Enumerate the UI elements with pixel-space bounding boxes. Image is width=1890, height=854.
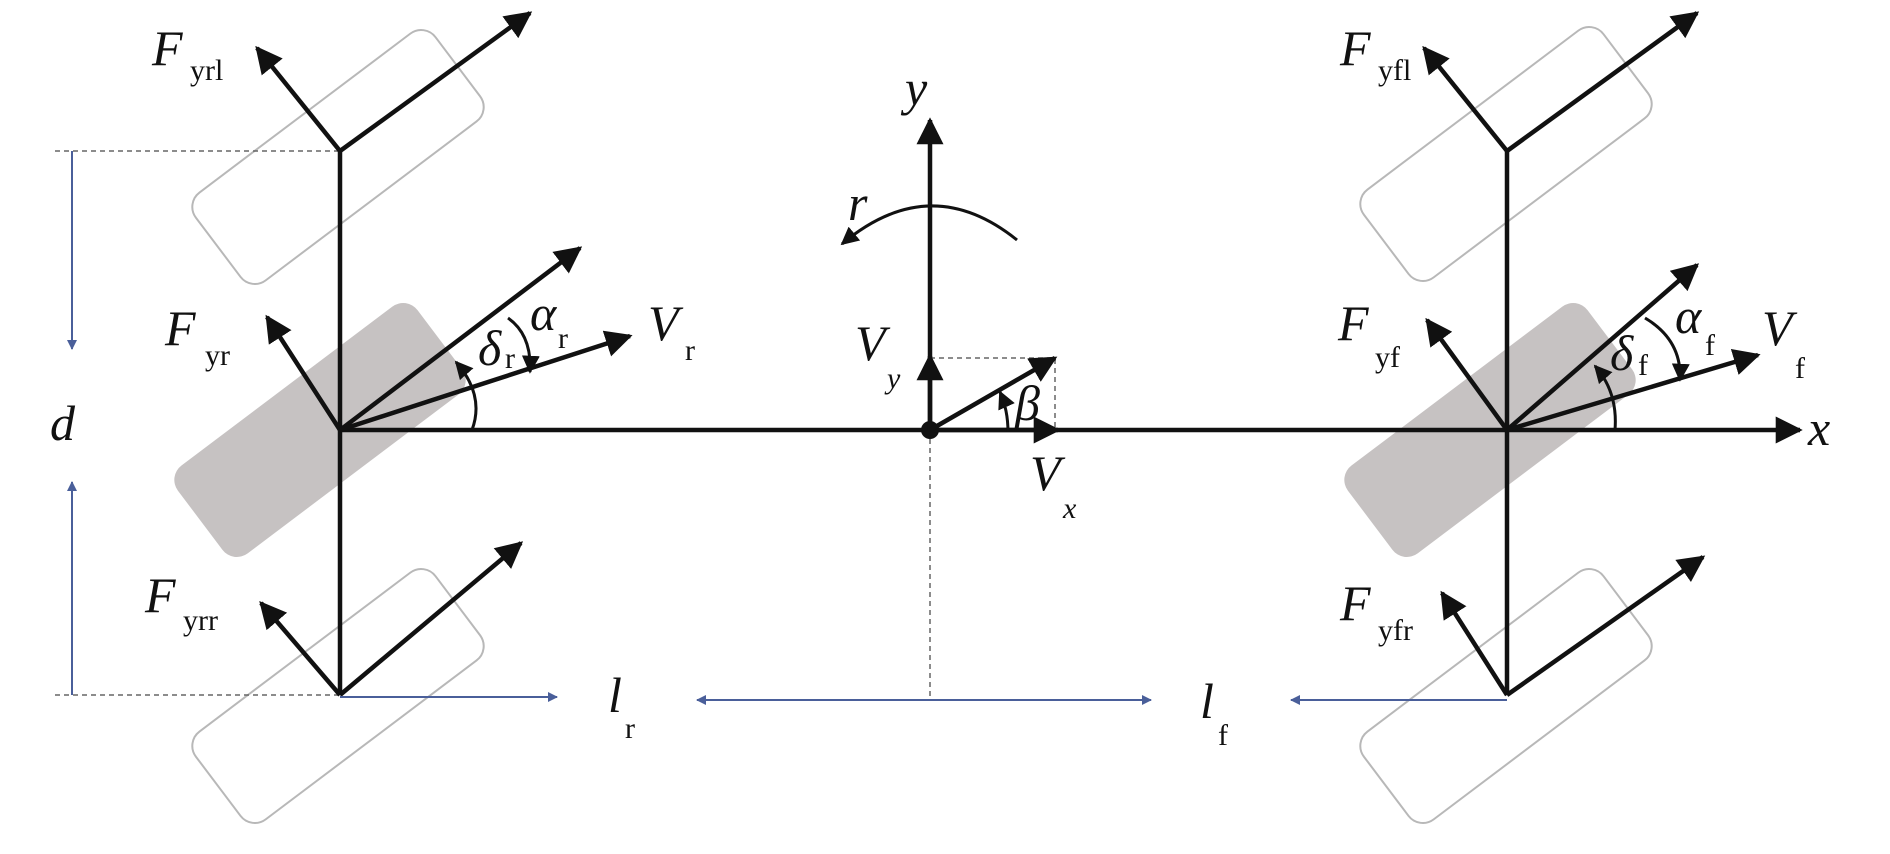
front-right-force-label: F [1339,575,1371,631]
rear-velocity-arrow [339,330,633,433]
front-alpha-label: α [1675,288,1703,344]
front-right-heading-arrow [1505,555,1706,697]
front-alpha-sub: f [1705,329,1715,362]
front-force-label: F [1337,295,1369,351]
front-delta-sub: f [1638,349,1648,382]
rear-delta-arc [454,360,478,431]
rear-left-force-arrow [255,45,342,153]
front-right-force-sub: yfr [1378,614,1413,647]
rear-delta-label: δ [478,320,502,376]
vx-sub: x [1062,492,1077,525]
front-right-force-arrow [1440,590,1509,697]
rear-force-label: F [164,300,196,356]
rear-alpha-arc [507,316,540,374]
rear-heading-arrow [338,246,583,432]
front-left-force-label: F [1339,20,1371,76]
velocity-arrow [928,356,1058,432]
front-heading-arrow [1505,263,1700,432]
rear-right-heading-arrow [338,541,524,697]
front-left-force-sub: yfl [1378,54,1411,87]
front-force-arrow [1425,317,1509,432]
vx-label: V [1030,445,1066,501]
front-delta-arc [1593,364,1617,431]
rear-left-force-sub: yrl [190,54,223,87]
rear-force-arrow [265,314,342,432]
rear-velocity-label: V [648,295,684,351]
track-width-label: d [50,395,76,451]
lr-sub: r [625,712,635,745]
beta-arc [998,390,1015,433]
vy-sub: y [884,362,901,395]
front-left-heading-arrow [1505,11,1700,153]
wheels [174,26,1653,824]
lf-label: l [1200,673,1214,729]
rear-alpha-sub: r [558,322,568,355]
rear-right-force-label: F [144,567,176,623]
rear-velocity-sub: r [685,334,695,367]
x-axis-label: x [1807,400,1830,456]
rear-right-force-sub: yrr [183,604,218,637]
y-axis-label: y [900,60,928,116]
beta-label: β [1014,375,1040,431]
front-force-sub: yf [1375,341,1400,374]
yaw-rate-label: r [848,175,868,231]
guide-velocity-box [930,357,1056,430]
wheel-front-right [1359,568,1653,824]
front-velocity-sub: f [1795,352,1805,385]
front-velocity-label: V [1762,300,1798,356]
yaw-rate-arrow [840,204,1018,246]
front-left-force-arrow [1422,45,1509,153]
front-alpha-arc [1644,316,1690,382]
rear-force-sub: yr [205,339,230,372]
vy-label: V [855,315,891,371]
rear-right-force-arrow [259,600,342,697]
lf-sub: f [1218,719,1228,752]
wheel-rear [174,303,466,557]
rear-left-force-label: F [151,20,183,76]
front-velocity-arrow [1506,349,1761,433]
rear-delta-sub: r [505,342,515,375]
front-delta-label: δ [1610,325,1634,381]
lr-label: l [608,667,622,723]
rear-alpha-label: α [530,285,558,341]
rear-left-heading-arrow [338,11,533,153]
